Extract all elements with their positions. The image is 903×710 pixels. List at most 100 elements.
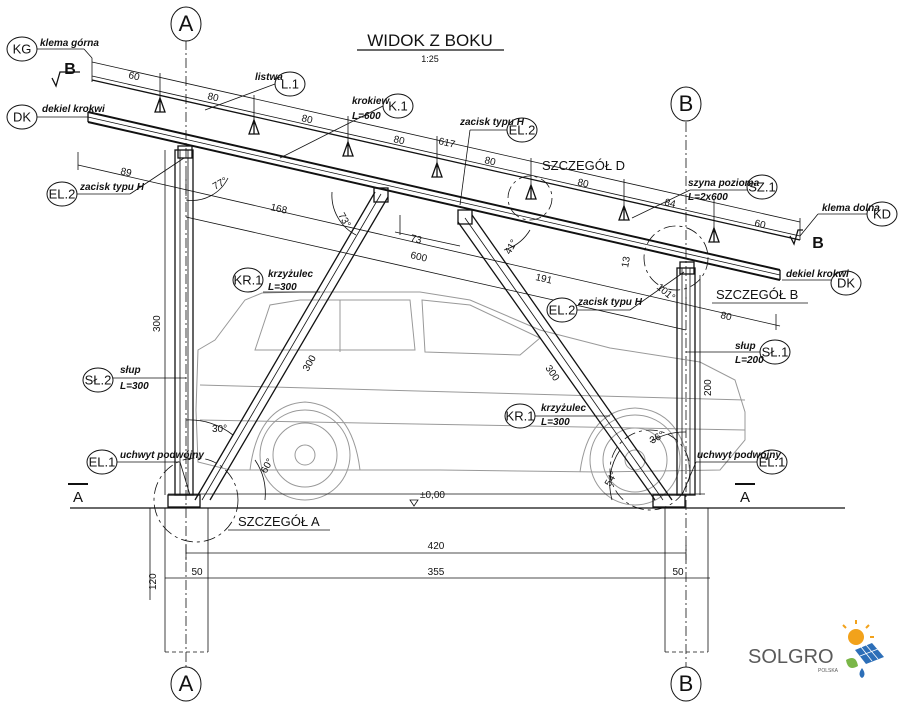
dim-600: 600 (409, 250, 428, 265)
tag-k1: K.1 (279, 93, 414, 159)
dim-191: 191 (534, 272, 553, 287)
dim-73: 73 (409, 233, 423, 246)
label-krzyzulec-left: krzyżulec (268, 269, 313, 280)
tag-sz1: SZ.1 (631, 174, 778, 219)
label-zacisk-left: zacisk typu H (79, 182, 145, 193)
level-marker (409, 499, 419, 507)
detail-b-circle (643, 225, 709, 291)
angle-arc-36 (649, 431, 687, 443)
bracket-left (177, 145, 193, 159)
detail-b-label: SZCZEGÓŁ B (716, 287, 798, 302)
svg-text:B: B (679, 671, 694, 696)
solgro-logo: SOLGRO POLSKA (748, 620, 884, 678)
dim-168: 168 (269, 202, 288, 217)
dim-60a: 60 (127, 70, 141, 83)
tag-kr1-left: KR.1 (232, 267, 320, 293)
axis-b-bottom: B (670, 666, 702, 702)
tag-el1-right: EL.1 (681, 449, 788, 496)
dim-80d: 80 (483, 155, 497, 168)
car-silhouette (195, 291, 746, 506)
brand-sub: POLSKA (818, 668, 839, 674)
level-text: ±0,00 (420, 490, 445, 501)
post-left (167, 149, 201, 508)
svg-text:DK: DK (837, 275, 855, 290)
label-krokiew-len: L=600 (352, 111, 381, 122)
svg-text:EL.2: EL.2 (549, 302, 576, 317)
tag-sl1: SŁ.1 (686, 339, 791, 365)
dim-617: 617 (437, 136, 456, 151)
label-slup-right: słup (735, 341, 756, 352)
dim-60b: 60 (753, 218, 767, 231)
svg-text:KD: KD (873, 206, 891, 221)
dim-355: 355 (428, 567, 445, 578)
dim-50b: 50 (672, 567, 684, 578)
dim-84: 84 (663, 197, 677, 210)
label-uchwyt-left: uchwyt podwójny (120, 450, 204, 461)
tag-el2-left: EL.2 (46, 157, 185, 207)
top-dim-chain (91, 58, 801, 240)
dim-80f: 80 (719, 310, 733, 323)
svg-text:EL.2: EL.2 (49, 186, 76, 201)
detail-a-circle (153, 457, 239, 543)
label-slup-left: słup (120, 365, 141, 376)
label-szyna-len: L=2x600 (688, 192, 728, 203)
sun-icon (842, 620, 874, 645)
tag-kr1-right: KR.1 (504, 403, 610, 429)
dim-80e: 80 (576, 177, 590, 190)
section-b-right: B (789, 229, 824, 252)
label-klema-gorna: klema górna (40, 38, 99, 49)
svg-text:EL.2: EL.2 (509, 122, 536, 137)
dim-50a: 50 (191, 567, 203, 578)
label-zacisk-top: zacisk typu H (459, 117, 525, 128)
lower-dim-chain (77, 152, 781, 331)
svg-text:KG: KG (13, 41, 32, 56)
dim-89: 89 (119, 166, 133, 179)
drawing-scale: 1:25 (421, 54, 439, 64)
section-a-right: A (735, 483, 755, 506)
svg-text:KR.1: KR.1 (234, 272, 263, 287)
tag-kd: KD (799, 201, 898, 237)
axis-b-top: B (670, 86, 702, 122)
brace-right (457, 209, 673, 501)
label-szyna: szyna pozioma (688, 178, 760, 189)
brace-left (194, 187, 389, 501)
mounting-rail (91, 75, 801, 241)
solar-panel-icon (855, 643, 884, 664)
svg-text:EL.1: EL.1 (759, 454, 786, 469)
axis-a-top: A (170, 6, 202, 42)
svg-text:SŁ.1: SŁ.1 (762, 344, 789, 359)
svg-text:B: B (812, 235, 824, 252)
svg-text:A: A (73, 489, 83, 506)
section-b-top: B (51, 61, 80, 88)
detail-right-base-circle (609, 429, 691, 511)
dim-200v: 200 (703, 379, 714, 396)
svg-text:A: A (179, 671, 194, 696)
drawing-title: WIDOK Z BOKU (367, 31, 493, 50)
dim-300v: 300 (152, 315, 163, 332)
label-krzyzulec-right-len: L=300 (541, 417, 570, 428)
angle-30: 30° (212, 424, 227, 435)
roof-rafter (87, 111, 781, 281)
label-zacisk-right: zacisk typu H (577, 297, 643, 308)
angle-arc-60 (254, 459, 266, 501)
label-slup-left-len: L=300 (120, 381, 149, 392)
rail-clamps (154, 96, 720, 243)
water-drop-icon (859, 668, 865, 678)
svg-text:DK: DK (13, 109, 31, 124)
svg-text:A: A (740, 489, 750, 506)
svg-text:A: A (179, 11, 194, 36)
label-klema-dolna: klema dolna (822, 203, 880, 214)
svg-text:SŁ.2: SŁ.2 (85, 372, 112, 387)
tag-dk-left: DK (6, 104, 88, 130)
angle-arc-77 (185, 177, 229, 201)
label-dekiel-krokwi-right: dekiel krokwi (786, 269, 849, 280)
tag-sl2: SŁ.2 (82, 367, 186, 393)
tag-el2-top: EL.2 (459, 117, 538, 206)
bottom-dims (149, 508, 710, 653)
tag-dk-right: DK (782, 270, 862, 296)
svg-text:SZ.1: SZ.1 (748, 179, 775, 194)
tag-l1: L.1 (204, 71, 306, 111)
label-listwa: listwa (255, 72, 283, 83)
dim-80b: 80 (300, 113, 314, 126)
